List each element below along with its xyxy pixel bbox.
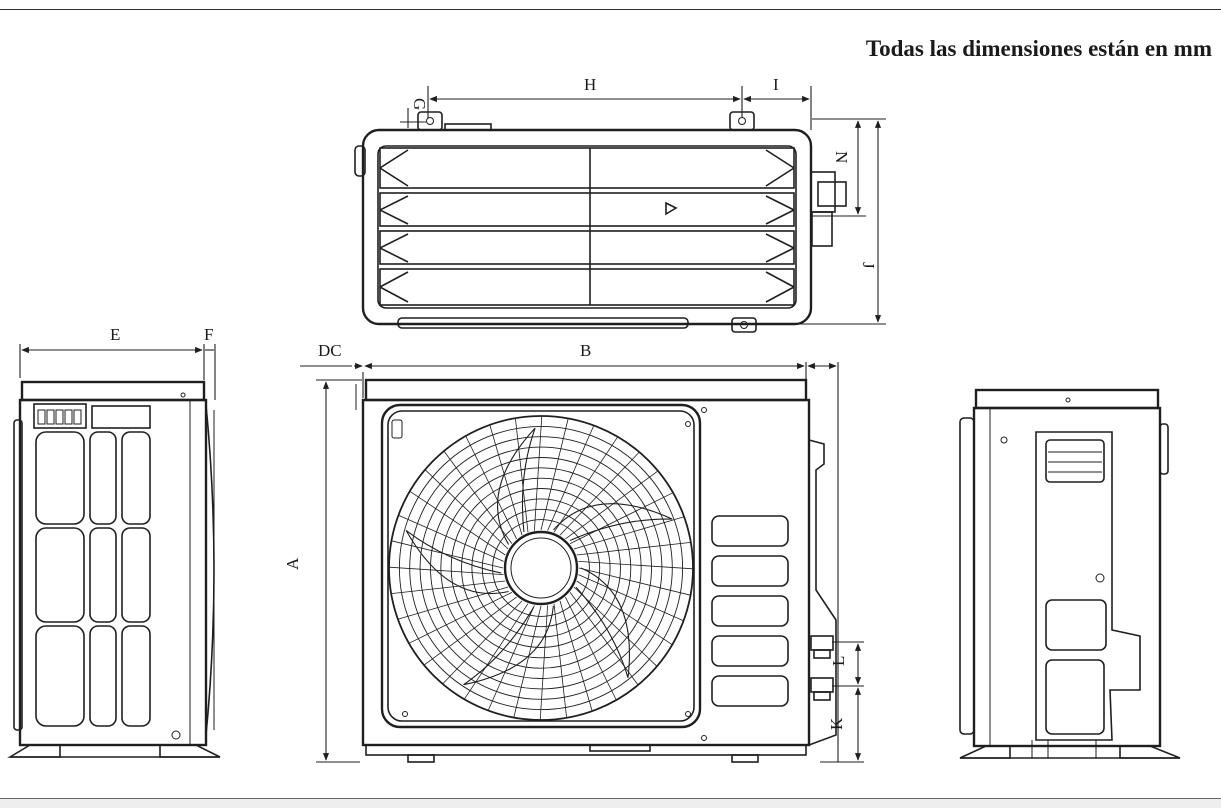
fan-spoke [391, 540, 504, 569]
left-side-view [7, 380, 221, 758]
front-view-body [361, 398, 811, 747]
fan-spoke [540, 418, 569, 531]
fan-spoke [463, 603, 529, 700]
fan-ring [450, 477, 632, 659]
fan-ring [419, 446, 663, 690]
label-B: B [580, 341, 591, 360]
fan-spoke [539, 605, 548, 721]
fan-ring [492, 519, 590, 617]
fan-spoke [423, 596, 517, 666]
fan-spoke [487, 605, 535, 711]
fan-ring [388, 415, 694, 721]
fan-spoke [569, 592, 639, 686]
fan-spoke [408, 592, 513, 644]
top-view [354, 111, 847, 333]
top-rule [0, 0, 1221, 10]
dimension-labels: H I G N J E F DC B A L K [110, 75, 878, 730]
label-A: A [283, 557, 302, 570]
fan-spoke [515, 418, 529, 533]
label-L: L [829, 656, 848, 666]
front-top-cover [364, 378, 808, 402]
fan-spoke [553, 436, 619, 533]
fan-spoke [513, 605, 542, 718]
fan-spoke [559, 600, 593, 712]
top-view-dimensions [400, 86, 886, 325]
fan-spoke [409, 490, 506, 556]
right-top-cover [974, 388, 1160, 410]
fan-spoke [398, 514, 504, 562]
fan-grille [388, 415, 694, 721]
label-F: F [204, 325, 213, 344]
fan-ring [409, 436, 673, 700]
fan-spoke [565, 596, 617, 701]
fan-ring [471, 498, 611, 638]
fan-spoke [465, 435, 517, 540]
fan-spoke [559, 451, 640, 536]
front-view [355, 378, 837, 763]
fan-spoke [391, 580, 506, 594]
fan-blade [405, 529, 509, 595]
right-view-body [972, 406, 1162, 748]
label-J: J [859, 262, 878, 269]
fan-spoke [565, 470, 659, 540]
fan-spoke [578, 574, 684, 622]
units-note: Todas las dimensiones están en mm [865, 36, 1212, 61]
fan-blade [552, 503, 673, 542]
label-N: N [832, 151, 851, 163]
right-side-view [959, 388, 1181, 759]
fan-spoke [547, 425, 595, 531]
label-K: K [827, 717, 846, 730]
fan-spoke [489, 424, 523, 536]
label-DC: DC [318, 341, 342, 360]
bottom-rule [0, 798, 1221, 808]
fan-spoke [576, 542, 691, 556]
top-view-body [361, 128, 813, 326]
fan-ring [430, 457, 652, 679]
left-view-dimensions [19, 344, 216, 400]
fan-spoke [578, 567, 691, 596]
fan-blade [463, 605, 554, 686]
front-view-dimensions [300, 362, 864, 763]
fan-blade [497, 427, 536, 545]
fan-spoke [397, 586, 509, 620]
fan-spoke [424, 469, 509, 550]
left-view-body [18, 398, 208, 747]
fan-ring [461, 488, 621, 648]
fan-hub [503, 530, 579, 606]
fan-guard-frame [380, 403, 702, 729]
side-vents [711, 515, 789, 707]
label-E: E [110, 325, 120, 344]
label-G: G [410, 98, 429, 110]
fan-ring [440, 467, 642, 669]
left-top-cover [20, 380, 206, 402]
fan-spoke [573, 516, 685, 550]
label-I: I [773, 75, 779, 94]
fan-spoke [578, 561, 694, 570]
fan-blade [575, 567, 630, 678]
fan-spoke [553, 603, 567, 718]
fan-spoke [442, 600, 523, 685]
fan-ring [398, 425, 684, 711]
fan-spoke [443, 450, 513, 544]
label-H: H [584, 75, 596, 94]
fan-spoke [569, 492, 674, 544]
fan-spoke [576, 580, 673, 646]
fan-spoke [388, 566, 504, 575]
fan-spoke [534, 415, 543, 531]
